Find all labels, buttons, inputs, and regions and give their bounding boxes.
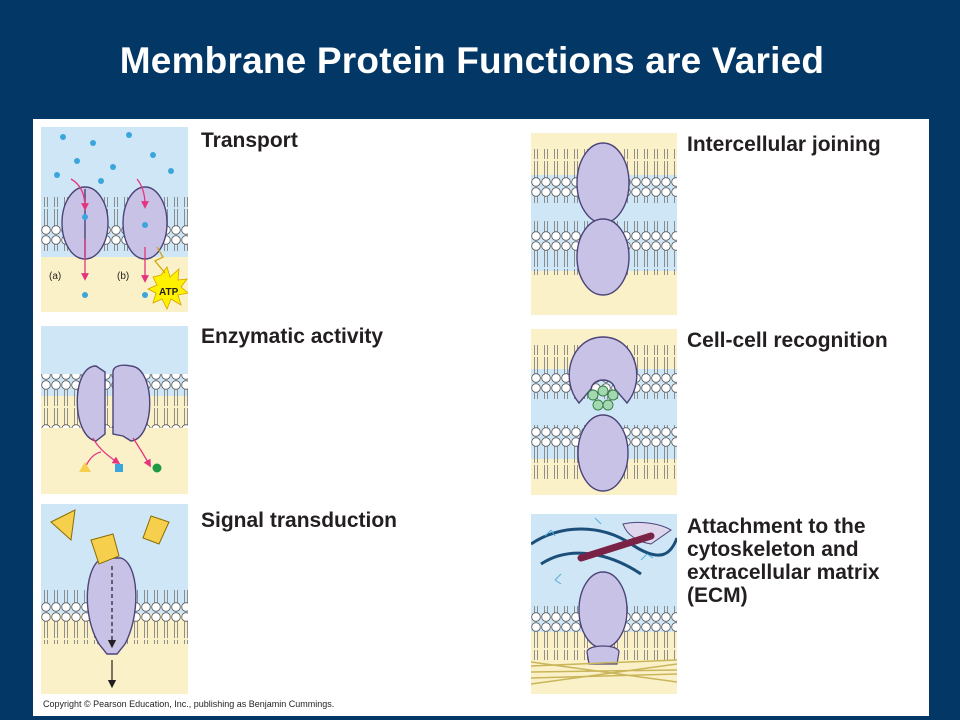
sublabel-a: (a) xyxy=(49,271,61,282)
atp-starburst-icon xyxy=(147,266,188,310)
signal-molecule-right xyxy=(142,515,170,545)
enzyme-protein-left xyxy=(76,365,106,442)
label-transport: Transport xyxy=(201,129,298,152)
recognition-protein-bottom xyxy=(577,414,629,492)
glycoprotein-receptor xyxy=(568,336,638,405)
label-attachment-line-1: Attachment to the xyxy=(687,515,866,538)
signal-molecule-left xyxy=(50,509,76,542)
label-attachment-ecm: Attachment to the cytoskeleton and extra… xyxy=(687,515,880,607)
label-enzymatic-activity: Enzymatic activity xyxy=(201,325,384,348)
glycolipid-carbohydrate-icon xyxy=(587,385,619,411)
joining-protein-bottom xyxy=(576,218,630,296)
transport-diagram: (a) (b) ATP xyxy=(41,127,188,312)
enzymatic-activity-diagram xyxy=(41,326,188,494)
intercellular-joining-diagram xyxy=(531,133,677,315)
microfilaments-icon xyxy=(531,659,677,685)
integrin-protein xyxy=(578,571,628,649)
copyright-notice: Copyright © Pearson Education, Inc., pub… xyxy=(43,699,335,709)
cell-cell-recognition-diagram xyxy=(531,329,677,495)
label-intercellular-joining: Intercellular joining xyxy=(687,133,881,156)
enzyme-protein-right xyxy=(112,364,151,442)
figure-panel: (a) (b) ATP Transport Enzymatic activity… xyxy=(33,119,929,716)
label-attachment-line-4: (ECM) xyxy=(687,584,748,607)
receptor-protein xyxy=(86,557,137,655)
label-attachment-line-3: extracellular matrix xyxy=(687,561,880,584)
joining-protein-top xyxy=(576,142,630,224)
atp-label: ATP xyxy=(159,287,179,298)
bound-signal-molecule xyxy=(90,533,120,565)
label-signal-transduction: Signal transduction xyxy=(201,509,398,532)
label-cell-cell-recognition: Cell-cell recognition xyxy=(687,329,888,352)
signal-transduction-diagram xyxy=(41,504,188,694)
label-attachment-line-2: cytoskeleton and xyxy=(687,538,859,561)
fibronectin-icon xyxy=(577,532,655,562)
sublabel-b: (b) xyxy=(117,271,129,282)
attachment-ecm-diagram xyxy=(531,514,677,694)
ecm-protein xyxy=(622,521,672,545)
slide-title: Membrane Protein Functions are Varied xyxy=(119,40,825,81)
